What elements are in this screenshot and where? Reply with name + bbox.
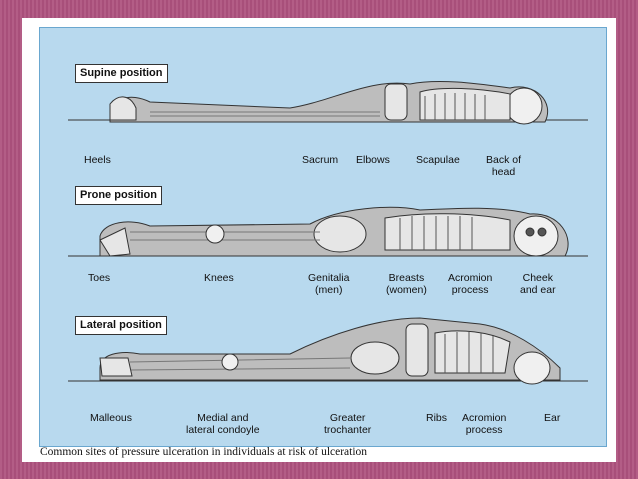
site-acromion-process-prone: Acromion process bbox=[448, 272, 493, 296]
site-ear: Ear bbox=[544, 412, 561, 424]
site-ribs: Ribs bbox=[426, 412, 448, 424]
lateral-figure bbox=[99, 317, 561, 385]
site-knees: Knees bbox=[204, 272, 234, 284]
slide: Supine position Heels Sacrum Elbows Scap… bbox=[22, 18, 616, 462]
diagram-panel: Supine position Heels Sacrum Elbows Scap… bbox=[39, 27, 607, 447]
site-toes: Toes bbox=[88, 272, 111, 284]
prone-figure bbox=[99, 206, 569, 257]
site-breasts: Breasts (women) bbox=[386, 272, 427, 296]
site-back-of-head: Back of head bbox=[486, 154, 522, 178]
site-elbows: Elbows bbox=[356, 154, 390, 166]
lateral-position-label: Lateral position bbox=[75, 316, 167, 335]
site-genitalia: Genitalia (men) bbox=[308, 272, 350, 296]
supine-position-label: Supine position bbox=[75, 64, 168, 83]
site-medial-lateral-condoyle: Medial and lateral condoyle bbox=[186, 412, 260, 436]
figure-caption: Common sites of pressure ulceration in i… bbox=[40, 446, 368, 458]
site-cheek-and-ear: Cheek and ear bbox=[520, 272, 556, 296]
body-illustrations bbox=[68, 80, 588, 385]
supine-figure bbox=[109, 80, 548, 125]
site-malleous: Malleous bbox=[90, 412, 133, 424]
site-greater-trochanter: Greater trochanter bbox=[324, 412, 372, 436]
site-acromion-process-lateral: Acromion process bbox=[462, 412, 507, 436]
site-sacrum: Sacrum bbox=[302, 154, 339, 166]
site-scapulae: Scapulae bbox=[416, 154, 460, 166]
prone-position-label: Prone position bbox=[75, 186, 162, 205]
site-heels: Heels bbox=[84, 154, 111, 166]
